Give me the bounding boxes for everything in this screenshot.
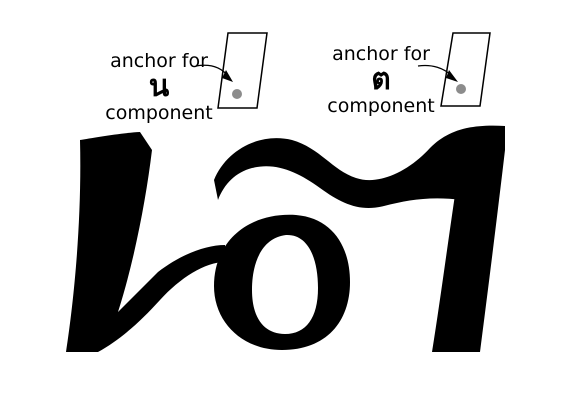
anchor-box-2 xyxy=(440,32,491,107)
big-glyph xyxy=(66,125,505,352)
arrow-1 xyxy=(195,64,233,82)
arrow-2 xyxy=(417,64,458,82)
annotation-2: anchor for ต component xyxy=(322,44,440,116)
glyph-right-stem xyxy=(432,150,505,352)
glyph-left-stem xyxy=(66,132,225,352)
annotation-2-line3: component xyxy=(327,95,435,117)
annotation-1-line1: anchor for xyxy=(110,50,208,72)
glyph-bowl xyxy=(214,214,350,350)
annotation-1-component: น xyxy=(148,69,170,104)
anchor-dot-2 xyxy=(456,84,466,94)
anchor-dot-1 xyxy=(232,89,242,99)
annotation-1: anchor for น component xyxy=(100,51,218,123)
annotation-2-line1: anchor for xyxy=(332,43,430,65)
glyph-arch xyxy=(214,125,505,208)
annotation-2-component: ต xyxy=(371,62,391,97)
anchor-box-1 xyxy=(217,32,268,109)
annotation-1-line3: component xyxy=(105,102,213,124)
